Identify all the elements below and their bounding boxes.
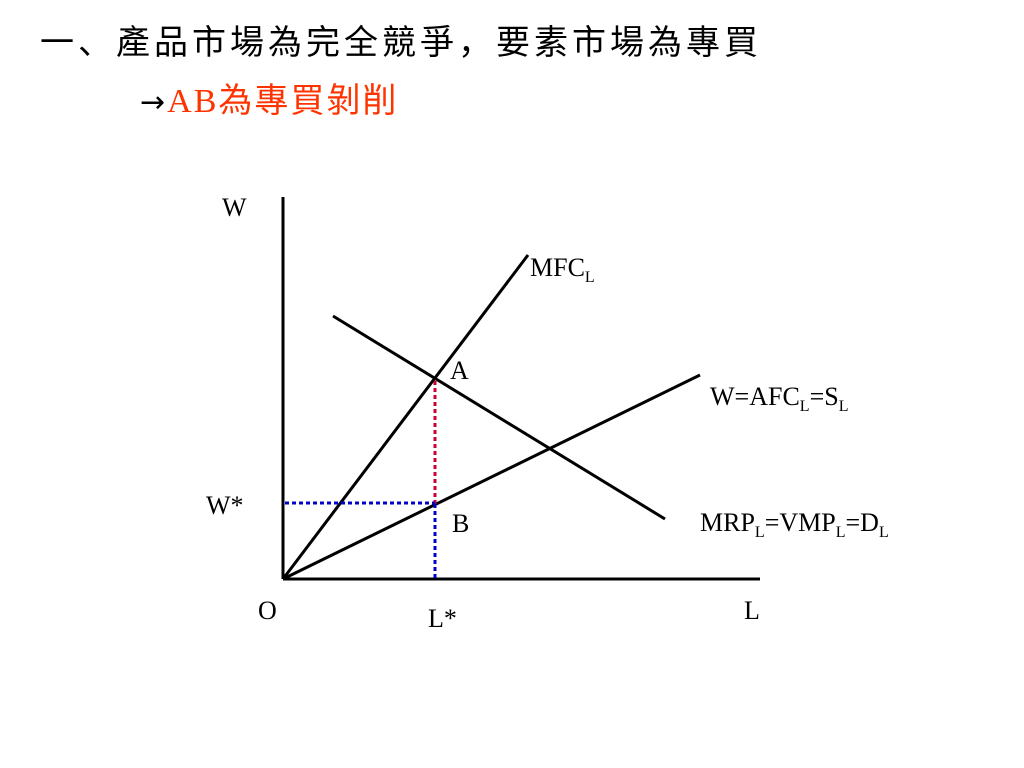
y-axis-label: W	[222, 193, 247, 222]
mfc-label: MFCL	[530, 253, 595, 286]
demand-curve	[332, 314, 666, 521]
subtitle-ab: AB	[167, 83, 219, 120]
point-a-label: A	[450, 356, 469, 385]
origin-label: O	[258, 596, 277, 625]
supply-label: W=AFCL=SL	[710, 382, 848, 415]
demand-label: MRPL=VMPL=DL	[700, 508, 889, 541]
slide-subtitle: →AB為專買剝削	[140, 84, 398, 119]
mfc-curve	[281, 254, 530, 580]
slide-title: 一、產品市場為完全競爭，要素市場為專買	[40, 23, 762, 63]
subtitle-text: 為專買剝削	[218, 81, 399, 121]
x-axis-label: L	[744, 596, 760, 625]
point-b-label: B	[452, 509, 469, 538]
w-star-label: W*	[206, 491, 244, 520]
l-star-label: L*	[428, 604, 457, 633]
right-arrow-icon: →	[140, 85, 168, 120]
supply-curve	[282, 373, 701, 581]
